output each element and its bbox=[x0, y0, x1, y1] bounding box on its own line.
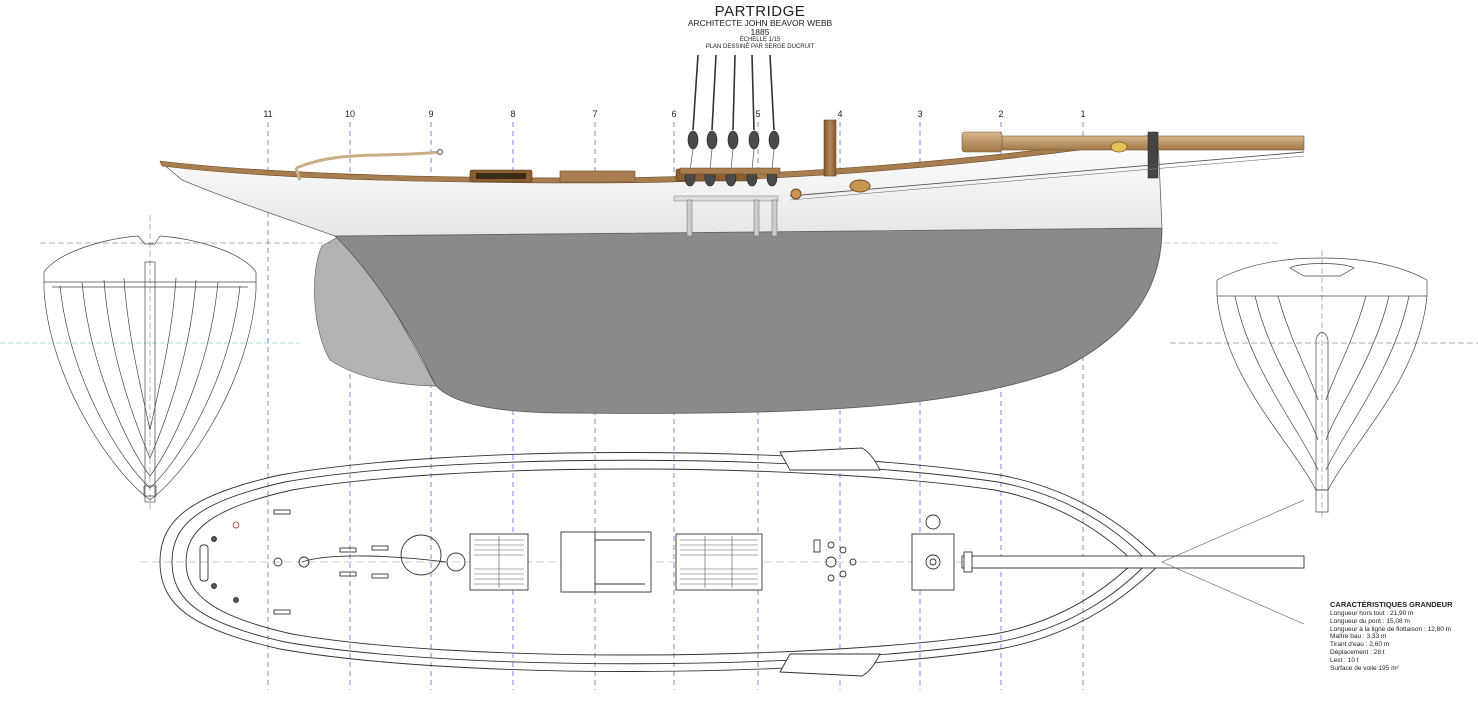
scale: ÉCHELLE 1/15 bbox=[739, 37, 781, 43]
station-label: 10 bbox=[344, 109, 355, 119]
specifications-panel: CARACTÉRISTIQUES GRANDEUR Longueur hors … bbox=[1330, 600, 1453, 672]
architect: ARCHITECTE JOHN BEAVOR WEBB bbox=[687, 18, 833, 28]
station-label: 7 bbox=[592, 109, 598, 119]
spec-line: Lest : 10 t bbox=[1330, 656, 1359, 664]
station-label: 9 bbox=[428, 109, 434, 119]
title-block: PARTRIDGE ARCHITECTE JOHN BEAVOR WEBB 18… bbox=[640, 4, 880, 51]
spec-line: Longueur à la ligne de flottaison : 12,8… bbox=[1330, 625, 1452, 633]
shrouds bbox=[692, 54, 775, 131]
year: 1885 bbox=[750, 27, 770, 37]
spec-line: Longueur hors tout : 21,90 m bbox=[1330, 610, 1414, 617]
underwater-hull bbox=[334, 227, 1163, 414]
bow-body-plan bbox=[1170, 250, 1478, 520]
stem-iron bbox=[1147, 131, 1159, 179]
station-label: 6 bbox=[671, 109, 677, 119]
ship-name: PARTRIDGE bbox=[714, 3, 806, 20]
station-label: 11 bbox=[263, 109, 273, 119]
companionway bbox=[559, 170, 636, 183]
station-label: 5 bbox=[755, 109, 761, 119]
spec-line: Maître bau : 3,33 m bbox=[1330, 633, 1387, 641]
spec-line: Longueur du pont : 15,08 m bbox=[1330, 617, 1410, 625]
station-label: 3 bbox=[917, 109, 923, 119]
station-label: 1 bbox=[1080, 109, 1086, 119]
specs-heading: CARACTÉRISTIQUES GRANDEUR bbox=[1330, 600, 1453, 609]
stove-pipe bbox=[823, 119, 837, 177]
companionway-top bbox=[560, 531, 652, 593]
spec-line: Déplacement : 28 t bbox=[1330, 648, 1385, 656]
hatch-fwd bbox=[675, 533, 763, 591]
station-label: 4 bbox=[837, 109, 843, 119]
drawn-by: PLAN DESSINÉ PAR SERGE DUCRUIT bbox=[705, 44, 815, 50]
topsides bbox=[160, 137, 1163, 237]
deck-plan bbox=[140, 447, 1305, 677]
wheel-box bbox=[400, 534, 442, 576]
stern-body-plan bbox=[0, 215, 300, 510]
tiller bbox=[295, 150, 441, 170]
hull-profile bbox=[159, 54, 1305, 414]
rudder bbox=[314, 229, 437, 387]
station-label: 8 bbox=[510, 109, 516, 119]
spec-line: Tirant d'eau : 2,60 m bbox=[1330, 641, 1390, 649]
spec-line: Surface de voile 195 m² bbox=[1330, 664, 1399, 672]
station-label: 2 bbox=[998, 109, 1004, 119]
